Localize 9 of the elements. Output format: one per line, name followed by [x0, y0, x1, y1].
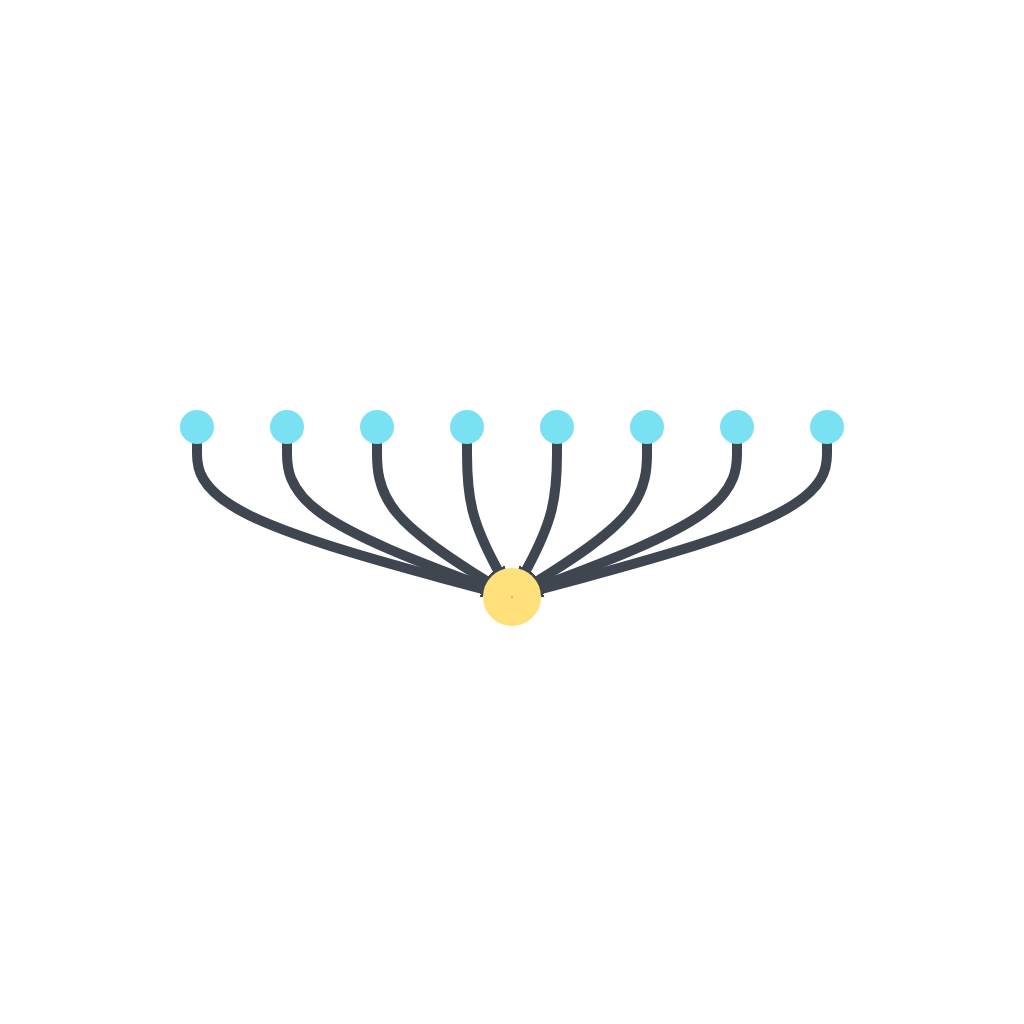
node-circle: [450, 410, 484, 444]
node-circle: [810, 410, 844, 444]
node-circle: [720, 410, 754, 444]
node-circle: [483, 568, 541, 626]
node-circle: [360, 410, 394, 444]
node-circle: [630, 410, 664, 444]
node-circle: [270, 410, 304, 444]
node-circle: [180, 410, 214, 444]
node-circle: [540, 410, 574, 444]
